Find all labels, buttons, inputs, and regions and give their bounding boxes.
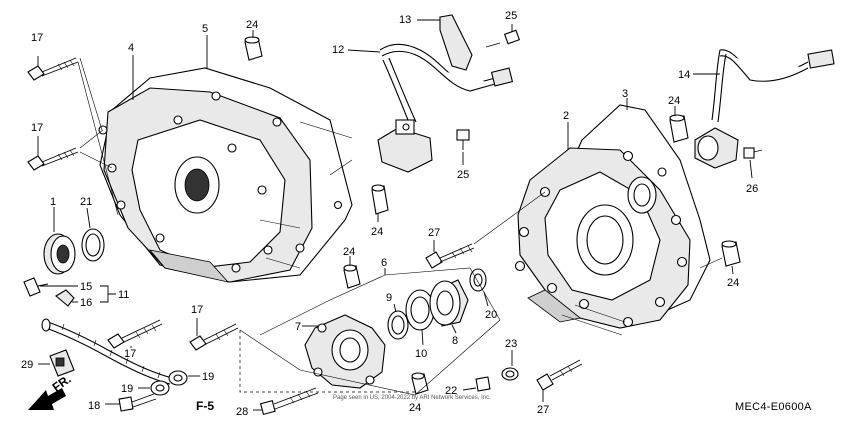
copyright-notice: Page seen in US, 2004-2022 by ARI Networ…: [333, 395, 491, 401]
label-4: 4: [128, 42, 134, 54]
diagram-code: MEC4-E0600A: [735, 401, 812, 413]
label-10: 10: [415, 348, 427, 360]
right-case-assembly: [514, 98, 711, 336]
sleeve-24-right-lower: [699, 240, 741, 275]
label-28: 28: [236, 406, 248, 418]
o-ring-21: [81, 207, 105, 262]
bolt-17-lower-b: [189, 318, 239, 351]
label-1: 1: [50, 196, 56, 208]
label-5: 5: [202, 23, 208, 35]
bolt-17-upper: [27, 56, 119, 216]
seal-9: [387, 303, 409, 340]
bolt-27-lower: [536, 359, 583, 402]
sleeve-24-mid: [371, 184, 389, 222]
sensor-harness-14: [693, 49, 835, 169]
label-16: 16: [80, 297, 92, 309]
reference-label: F-5: [196, 399, 214, 413]
label-2: 2: [563, 110, 569, 122]
label-23: 23: [505, 338, 517, 350]
label-18: 18: [88, 400, 100, 412]
sleeve-24-right: [669, 106, 689, 143]
left-cover-assembly: [98, 35, 353, 283]
label-26: 26: [746, 183, 758, 195]
label-22: 22: [445, 385, 457, 397]
bolt-28: [253, 387, 319, 416]
sleeve-24-top: [244, 30, 263, 61]
bolt-25-upper: [485, 24, 521, 48]
label-17: 17: [124, 348, 136, 360]
label-14: 14: [678, 69, 690, 81]
clamp-29: [38, 349, 75, 377]
oil-line-hose: [41, 318, 173, 385]
label-25: 25: [505, 10, 517, 22]
label-24: 24: [371, 226, 383, 238]
bolt-18: [105, 393, 157, 412]
pulley-1: [43, 207, 76, 275]
bolt-17-lower-a: [107, 319, 163, 349]
bracket-13: [417, 14, 473, 71]
label-11: 11: [118, 289, 129, 301]
sleeve-24-bottom: [411, 372, 429, 395]
bolt-17-middle: [27, 129, 113, 171]
label-13: 13: [399, 14, 411, 26]
label-17: 17: [31, 32, 43, 44]
label-24: 24: [246, 19, 258, 31]
washer-19b: [168, 370, 200, 386]
label-17: 17: [31, 122, 43, 134]
elbow-16: [55, 289, 78, 307]
label-24: 24: [409, 402, 421, 414]
bolt-26: [743, 147, 763, 179]
bolt-27-upper: [425, 191, 546, 269]
label-19: 19: [121, 383, 133, 395]
label-3: 3: [622, 88, 628, 100]
bolt-25-lower: [456, 129, 470, 165]
washer-19a: [138, 380, 170, 396]
label-24: 24: [727, 277, 739, 289]
bolt-15: [23, 277, 78, 297]
label-12: 12: [332, 44, 344, 56]
sensor-harness-12: [347, 43, 514, 173]
label-15: 15: [80, 281, 92, 293]
label-25: 25: [457, 169, 469, 181]
label-7: 7: [295, 321, 301, 333]
sleeve-24-tensioner: [343, 256, 361, 289]
label-20: 20: [485, 309, 497, 321]
label-19: 19: [202, 371, 214, 383]
front-direction-arrow-icon: [28, 388, 66, 410]
label-24: 24: [343, 246, 355, 258]
label-24: 24: [668, 95, 680, 107]
collar-20: [469, 268, 489, 307]
label-9: 9: [386, 292, 392, 304]
bolt-22: [462, 376, 491, 392]
washer-23: [501, 350, 519, 381]
label-6: 6: [381, 257, 387, 269]
part-number-labels: 17 4 5 24 13 25 12 14 17 3 2 24 25 26 1 …: [21, 10, 758, 418]
front-direction-label: FR.: [50, 372, 74, 395]
label-27: 27: [537, 404, 549, 416]
pulley-8: [429, 279, 469, 334]
label-21: 21: [80, 196, 92, 208]
label-27: 27: [428, 227, 440, 239]
tensioner-body-7: [302, 314, 386, 389]
label-17: 17: [191, 304, 203, 316]
label-29: 29: [21, 359, 33, 371]
bearing-10: [405, 289, 435, 346]
label-8: 8: [452, 335, 458, 347]
